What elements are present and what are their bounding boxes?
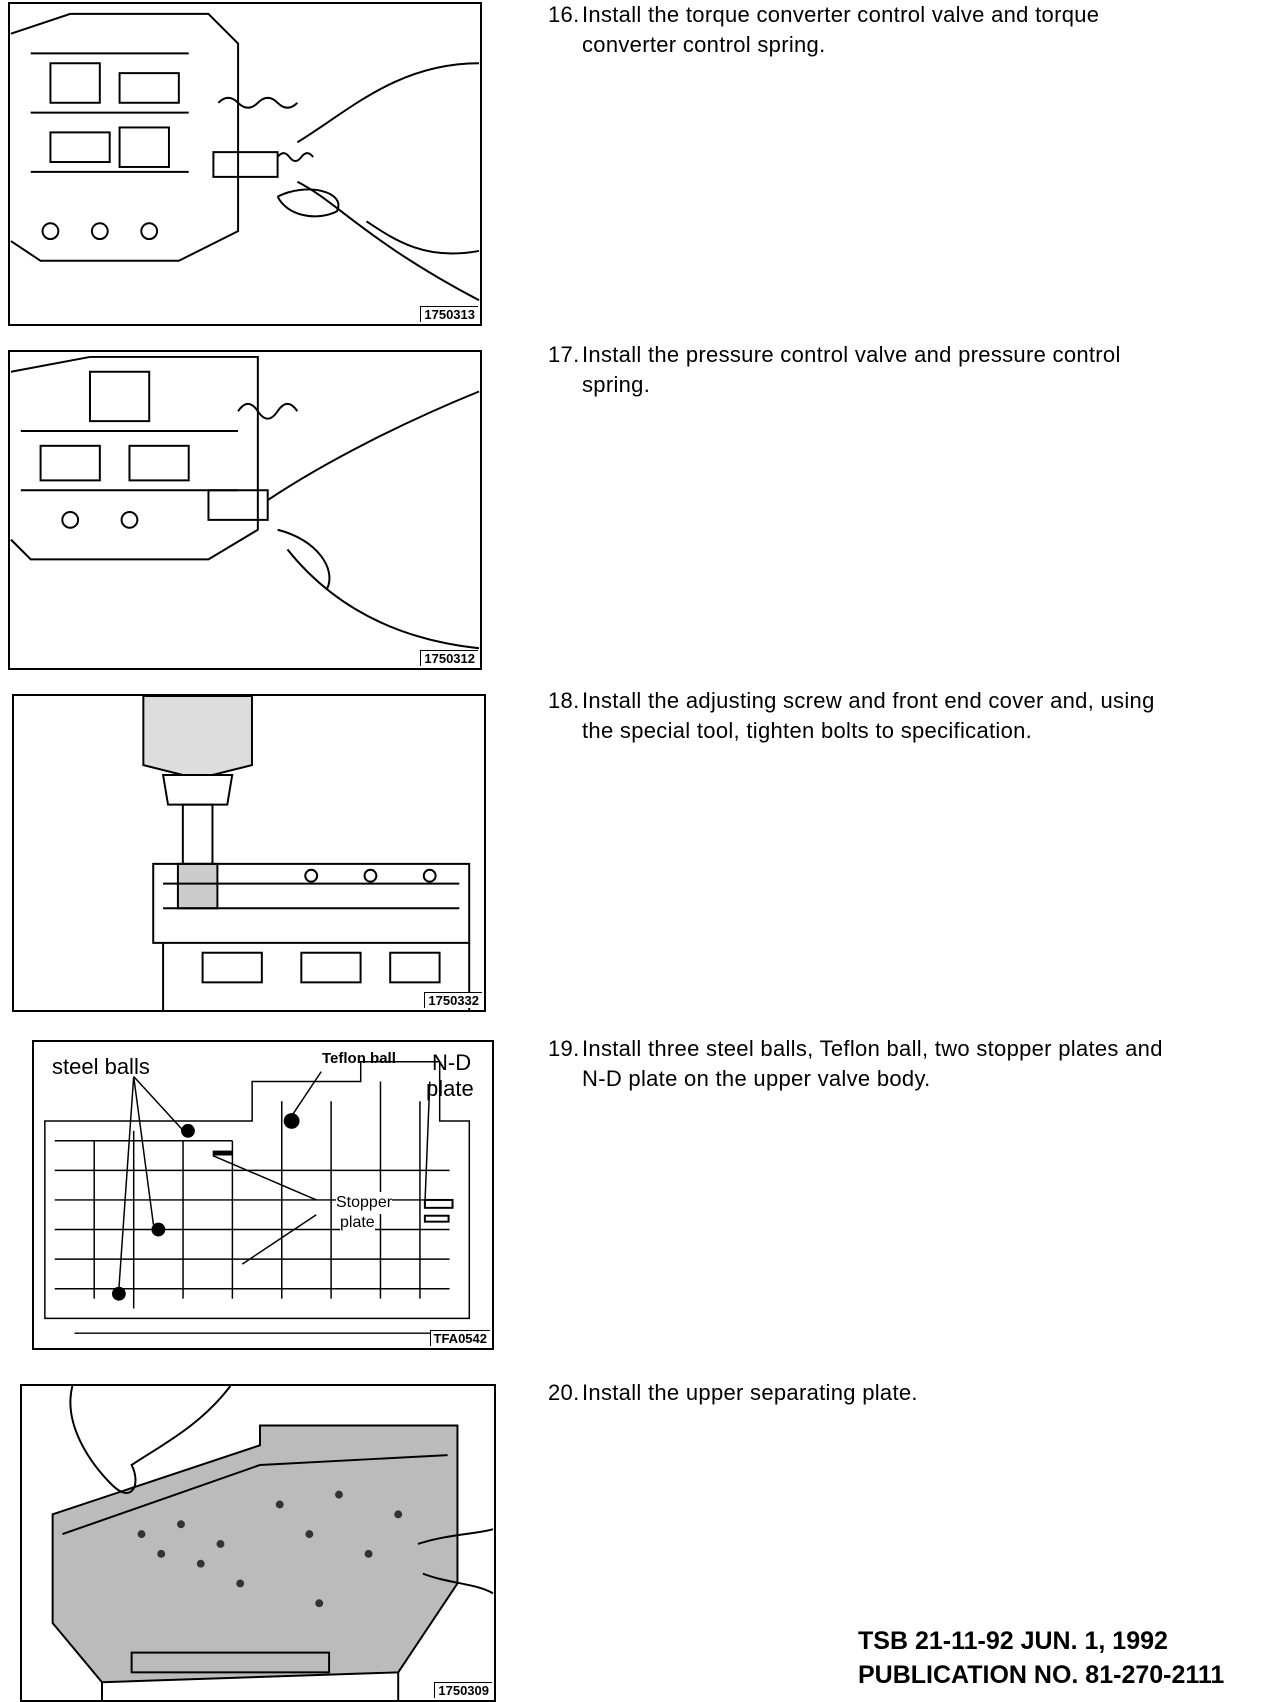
label-stopper-1: Stopper — [336, 1192, 393, 1214]
upper-valve-body-diagram — [44, 1061, 471, 1334]
step-19: 19.Install three steel balls, Teflon bal… — [548, 1034, 1268, 1094]
step-18: 18.Install the adjusting screw and front… — [548, 686, 1268, 746]
figure-adjusting-screw: 1750332 — [12, 694, 486, 1012]
figure-upper-valve-body-balls: steel balls Teflon ball N-D plate Stoppe… — [32, 1040, 494, 1350]
step-text-line2: spring. — [582, 372, 651, 397]
valve-body-hand-illustration — [10, 355, 480, 650]
step-text-line1: Install the torque converter control val… — [582, 2, 1100, 27]
figure-torque-converter-valve: 1750313 — [8, 2, 482, 326]
figure-id: 1750312 — [420, 650, 478, 666]
publication-footer: TSB 21-11-92 JUN. 1, 1992 PUBLICATION NO… — [858, 1624, 1224, 1692]
step-text-line2: the special tool, tighten bolts to speci… — [582, 718, 1033, 743]
step-17: 17.Install the pressure control valve an… — [548, 340, 1268, 400]
label-stopper-2: plate — [340, 1212, 375, 1234]
step-20: 20.Install the upper separating plate. — [548, 1378, 1268, 1408]
step-text-line1: Install the pressure control valve and p… — [582, 342, 1121, 367]
step-number: 16. — [548, 2, 580, 27]
figure-pressure-control-valve: 1750312 — [8, 350, 482, 670]
step-number: 18. — [548, 688, 580, 713]
tsb-date: TSB 21-11-92 JUN. 1, 1992 — [858, 1627, 1168, 1655]
figure-upper-separating-plate: 1750309 — [20, 1384, 496, 1702]
step-text-line1: Install the upper separating plate. — [582, 1380, 918, 1405]
step-number: 17. — [548, 342, 580, 367]
figure-id: 1750313 — [420, 306, 478, 322]
step-text-line2: converter control spring. — [582, 32, 826, 57]
valve-body-hand-illustration — [10, 12, 480, 302]
wrench-on-valve-body-illustration — [142, 696, 471, 1010]
label-steel-balls: steel balls — [52, 1054, 150, 1079]
figure-id: 1750332 — [424, 992, 482, 1008]
label-nd-plate-2: plate — [426, 1076, 474, 1101]
step-16: 16.Install the torque converter control … — [548, 0, 1268, 60]
label-nd-plate-1: N-D — [432, 1050, 472, 1075]
step-text-line1: Install the adjusting screw and front en… — [582, 688, 1155, 713]
publication-number: PUBLICATION NO. 81-270-2111 — [858, 1661, 1225, 1689]
label-teflon-ball: Teflon ball — [322, 1050, 396, 1067]
separating-plate-hands-illustration — [51, 1386, 494, 1700]
figure-id: TFA0542 — [429, 1330, 490, 1346]
step-number: 19. — [548, 1036, 580, 1061]
step-number: 20. — [548, 1380, 580, 1405]
figure-id: 1750309 — [434, 1682, 492, 1698]
step-text-line2: N-D plate on the upper valve body. — [582, 1066, 931, 1091]
step-text-line1: Install three steel balls, Teflon ball, … — [582, 1036, 1163, 1061]
